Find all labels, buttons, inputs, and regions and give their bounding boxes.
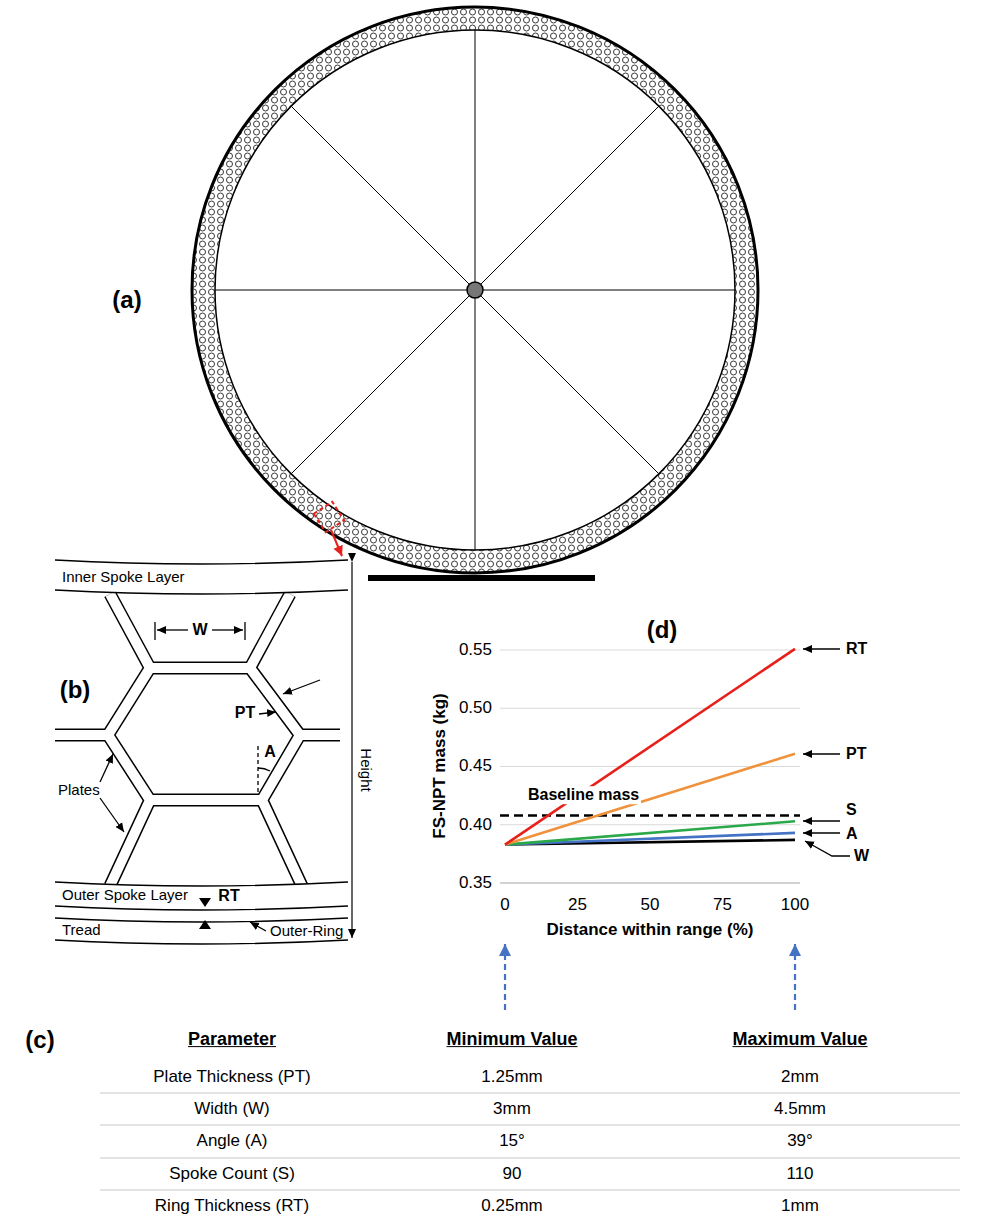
part-label: Outer-Ring <box>270 923 343 940</box>
panel-letter: (d) <box>647 617 678 643</box>
table-cell: 2mm <box>781 1068 819 1087</box>
table-cell: 110 <box>786 1165 813 1184</box>
table-cell: 90 <box>503 1165 522 1184</box>
table-cell: Spoke Count (S) <box>169 1165 295 1184</box>
table-rules <box>100 1093 960 1190</box>
axis-tick: 0.40 <box>459 816 492 835</box>
series-label: PT <box>846 745 866 763</box>
table-header: Maximum Value <box>732 1030 867 1050</box>
axis-tick: 0 <box>500 896 509 915</box>
table-cell: 4.5mm <box>774 1100 826 1119</box>
series-label: A <box>846 825 858 843</box>
axis-tick: 0.35 <box>459 874 492 893</box>
table-cell: 1.25mm <box>481 1068 542 1087</box>
panel-letter: (b) <box>60 677 91 703</box>
axis-tick: 75 <box>713 896 732 915</box>
part-label: Outer Spoke Layer <box>62 887 188 904</box>
table-cell: Angle (A) <box>197 1132 268 1151</box>
dimension-label: W <box>192 621 207 639</box>
mass-chart <box>500 649 850 1010</box>
part-label: Tread <box>62 922 101 939</box>
series-label: S <box>846 801 857 819</box>
dimension-label: A <box>264 743 276 761</box>
table-cell: 15° <box>499 1132 525 1151</box>
axis-tick: 25 <box>568 896 587 915</box>
table-cell: 0.25mm <box>481 1197 542 1216</box>
series-label: RT <box>846 640 867 658</box>
table-cell: 1mm <box>781 1197 819 1216</box>
table-cell: Ring Thickness (RT) <box>155 1197 309 1216</box>
part-label: Inner Spoke Layer <box>62 569 185 586</box>
table-header: Minimum Value <box>446 1030 577 1050</box>
axis-title: Distance within range (%) <box>547 921 754 940</box>
wheel <box>192 7 758 581</box>
table-header: Parameter <box>188 1030 276 1050</box>
dimension-label: Height <box>358 748 375 791</box>
part-label: Plates <box>58 782 100 799</box>
axis-tick: 50 <box>641 896 660 915</box>
panel-letter: (c) <box>25 1027 54 1053</box>
axis-tick: 0.55 <box>459 641 492 660</box>
axis-tick: 0.50 <box>459 699 492 718</box>
axis-tick: 0.45 <box>459 757 492 776</box>
table-cell: Plate Thickness (PT) <box>153 1068 310 1087</box>
axis-title: FS-NPT mass (kg) <box>431 693 450 838</box>
panel-letter: (a) <box>112 287 141 313</box>
table-cell: 39° <box>787 1132 813 1151</box>
reference-label: Baseline mass <box>526 786 641 804</box>
cell-detail <box>55 560 352 944</box>
axis-tick: 100 <box>781 896 809 915</box>
dimension-label: PT <box>235 704 255 722</box>
series-label: W <box>854 847 869 865</box>
table-cell: Width (W) <box>194 1100 270 1119</box>
table-cell: 3mm <box>493 1100 531 1119</box>
dimension-label: RT <box>218 887 239 905</box>
